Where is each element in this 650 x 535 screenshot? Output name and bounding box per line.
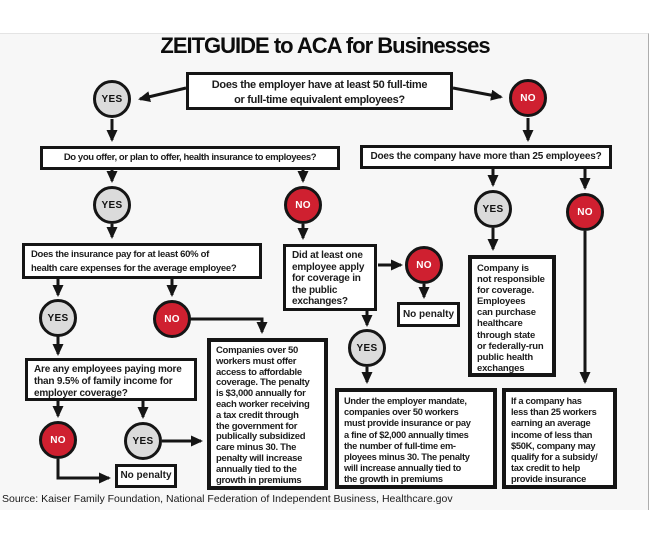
source-line: Source: Kaiser Family Foundation, Nation… <box>2 493 453 505</box>
yes-circle-offer-insurance: YES <box>93 186 131 224</box>
q-family-income-box: Are any employees paying more than 9.5% … <box>25 358 197 401</box>
no-penalty-box-income: No penalty <box>115 464 177 488</box>
yes-circle-exchange-apply: YES <box>348 329 386 367</box>
q-insurance-60-percent-box: Does the insurance pay for at least 60% … <box>22 243 262 279</box>
yes-circle-50-employees: YES <box>93 80 131 118</box>
yes-circle-family-income: YES <box>124 422 162 460</box>
outcome-employer-mandate-box: Under the employer mandate, companies ov… <box>335 388 497 489</box>
no-circle-offer-insurance: NO <box>284 186 322 224</box>
q-more-than-25-box: Does the company have more than 25 emplo… <box>360 145 612 169</box>
q-50-employees-box: Does the employer have at least 50 full-… <box>186 72 453 110</box>
no-circle-50-employees: NO <box>509 79 547 117</box>
chart-title: ZEITGUIDE to ACA for Businesses <box>160 33 490 58</box>
no-circle-exchange-apply: NO <box>405 246 443 284</box>
outcome-3000-penalty-box: Companies over 50 workers must offer acc… <box>207 338 328 490</box>
outcome-not-responsible-box: Company is not responsible for coverage.… <box>468 255 556 377</box>
yes-circle-more-than-25: YES <box>474 190 512 228</box>
yes-circle-insurance-60: YES <box>39 299 77 337</box>
no-circle-insurance-60: NO <box>153 300 191 338</box>
q-offer-insurance-box: Do you offer, or plan to offer, health i… <box>40 146 340 170</box>
no-penalty-box-exchange: No penalty <box>397 302 460 327</box>
no-circle-family-income: NO <box>39 421 77 459</box>
q-exchange-apply-box: Did at least one employee apply for cove… <box>283 244 377 311</box>
outcome-subsidy-box: If a company has less than 25 workers ea… <box>502 388 617 489</box>
no-circle-more-than-25: NO <box>566 193 604 231</box>
